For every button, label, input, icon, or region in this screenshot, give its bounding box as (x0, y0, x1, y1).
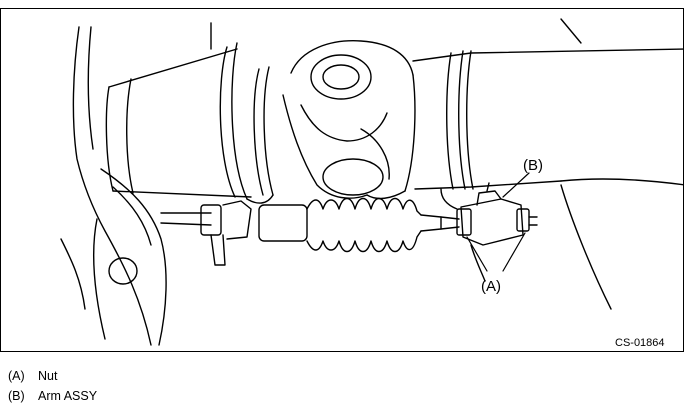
leader-lines (466, 172, 530, 272)
chassis-bracket (60, 26, 167, 346)
arm-assy (440, 182, 538, 282)
nut-left (456, 208, 472, 236)
legend-item-arm-assy: (B) Arm ASSY (8, 388, 97, 404)
callout-a: (A) (481, 278, 501, 295)
transmission-cable-illustration: (B) (A) CS-01864 (60, 18, 683, 349)
shift-cable-assembly (160, 197, 460, 266)
nut-right (516, 208, 530, 232)
propeller-shaft (105, 42, 274, 204)
legend-key: (A) (8, 369, 25, 383)
callout-b: (B) (523, 157, 543, 174)
universal-joint (282, 40, 416, 200)
legend-text: Nut (38, 369, 58, 383)
figure-code: CS-01864 (615, 337, 665, 349)
rear-shaft-section (210, 18, 683, 310)
legend-item-nut: (A) Nut (8, 368, 57, 384)
figure-frame: (B) (A) CS-01864 (0, 8, 684, 352)
legend-text: Arm ASSY (38, 389, 98, 403)
legend-key: (B) (8, 389, 25, 403)
